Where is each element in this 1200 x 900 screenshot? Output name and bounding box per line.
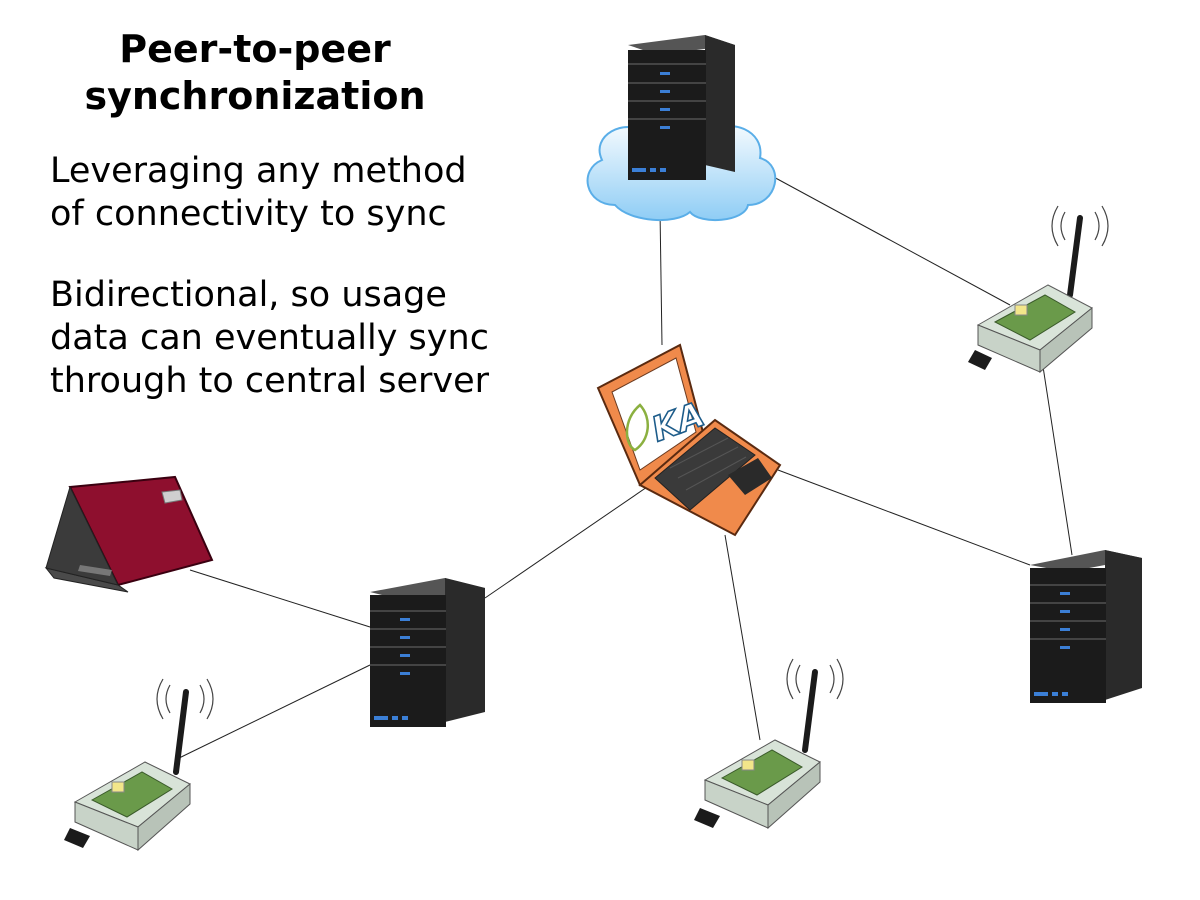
center-server-icon: [370, 578, 485, 727]
connections: [174, 174, 1073, 761]
point-1-line-2: of connectivity to sync: [50, 194, 447, 234]
point-bidirectional: Bidirectional, so usage data can eventua…: [50, 274, 570, 403]
point-connectivity: Leveraging any method of connectivity to…: [50, 150, 570, 236]
point-2-line-2: data can eventually sync: [50, 318, 489, 358]
red-laptop-icon: [44, 475, 214, 593]
link-redlaptop-server-center: [189, 569, 371, 628]
ka-laptop-icon: KA: [596, 343, 782, 537]
point-1-line-1: Leveraging any method: [50, 151, 467, 191]
title-line-2: synchronization: [84, 74, 426, 118]
point-2-line-1: Bidirectional, so usage: [50, 275, 447, 315]
point-2-line-3: through to central server: [50, 361, 490, 401]
raspberry-pi-bottom-icon: [694, 658, 844, 830]
slide-title: Peer-to-peer synchronization: [40, 26, 470, 120]
link-laptop-server-center: [484, 484, 651, 599]
link-server-center-pi-left: [174, 664, 371, 761]
raspberry-pi-right-icon: [968, 205, 1109, 374]
title-line-1: Peer-to-peer: [119, 27, 391, 71]
link-pi-right-server-right: [1041, 359, 1073, 556]
link-cloud-laptop: [659, 209, 663, 346]
link-laptop-pi-bottom: [724, 534, 761, 741]
link-laptop-server-right: [777, 469, 1031, 566]
cloud-server-icon: [628, 35, 735, 180]
link-cloud-pi-right: [769, 174, 1011, 306]
right-server-icon: [1030, 550, 1142, 703]
raspberry-pi-left-icon: [64, 678, 214, 852]
